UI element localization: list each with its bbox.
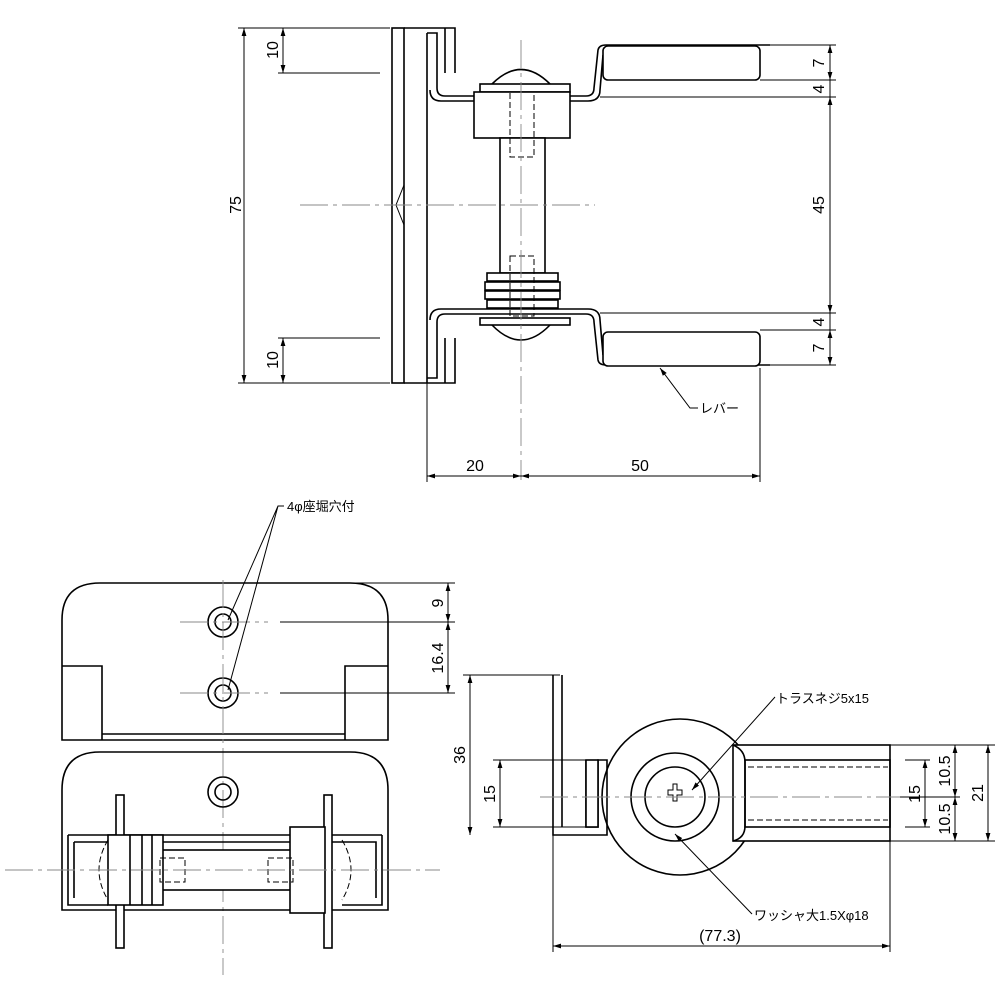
- dim-7-top: 7: [811, 58, 828, 67]
- dim-4-bottom: 4: [811, 317, 828, 326]
- dim-50: 50: [631, 458, 649, 475]
- dim-15-right: 15: [907, 785, 924, 803]
- base-plate: [391, 27, 456, 384]
- side-view: 36 15 15 10.5 10.5 21 (77.3) トラスネジ5x15 ワ…: [452, 674, 995, 952]
- bolt-assembly: [473, 68, 571, 341]
- dim-16-4: 16.4: [430, 642, 447, 673]
- dim-4-top: 4: [811, 84, 828, 93]
- dim-75: 75: [228, 196, 245, 214]
- washer-note: ワッシャ大1.5Xφ18: [754, 908, 869, 923]
- dim-20: 20: [466, 458, 484, 475]
- dim-9: 9: [430, 598, 447, 607]
- hole-note: 4φ座堀穴付: [287, 499, 355, 514]
- dim-15-left: 15: [482, 785, 499, 803]
- lever-label: レバー: [700, 401, 739, 416]
- dim-45: 45: [811, 196, 828, 214]
- dim-77-3: (77.3): [699, 928, 741, 945]
- dim-10-top: 10: [265, 41, 282, 59]
- dim-10-bottom: 10: [265, 351, 282, 369]
- dim-10-5-upper: 10.5: [937, 755, 954, 786]
- phillips-head-icon: [667, 783, 683, 802]
- dimensions-top: 75 10 10 7 4 45 4 7 20 50 レバー: [228, 27, 836, 482]
- front-view: 9 16.4 4φ座堀穴付: [5, 499, 455, 975]
- dim-7-bottom: 7: [811, 343, 828, 352]
- screw-note: トラスネジ5x15: [776, 691, 869, 706]
- top-view: 75 10 10 7 4 45 4 7 20 50 レバー: [228, 27, 836, 482]
- dim-10-5-lower: 10.5: [937, 803, 954, 834]
- upper-lever: [429, 44, 770, 102]
- dim-36: 36: [452, 746, 469, 764]
- lower-lever: [429, 308, 770, 367]
- dim-21: 21: [970, 784, 987, 802]
